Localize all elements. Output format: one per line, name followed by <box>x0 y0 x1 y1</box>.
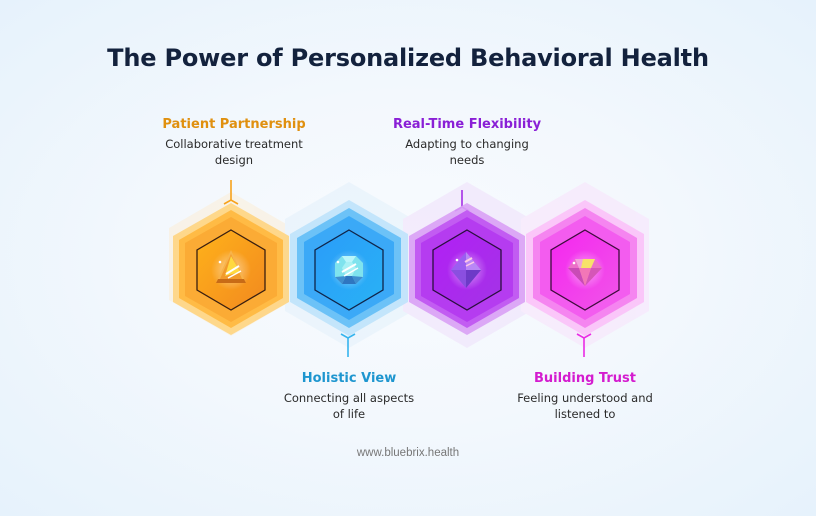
item-description-line1: Connecting all aspects <box>283 391 415 405</box>
item-title: Building Trust <box>534 371 636 386</box>
label-holistic-view: Holistic View Connecting all aspects of … <box>249 370 449 422</box>
hexagon-building-trust <box>526 200 644 336</box>
item-description-line1: Feeling understood and <box>517 391 653 405</box>
item-description-line2: listened to <box>554 407 616 421</box>
item-description-line2: needs <box>449 153 485 167</box>
connector-orange <box>223 180 239 205</box>
hexagon-real-time-flexibility <box>409 203 525 335</box>
footer-url: www.bluebrix.health <box>356 447 460 459</box>
item-description-line2: design <box>214 153 254 167</box>
connector-pink <box>576 333 592 357</box>
round-gem-icon <box>335 256 363 284</box>
hexagon-patient-partnership <box>173 203 289 335</box>
label-real-time-flexibility: Real-Time Flexibility Adapting to changi… <box>367 116 567 168</box>
triangle-gem-icon <box>216 250 246 283</box>
item-title: Real-Time Flexibility <box>392 117 542 132</box>
item-description-line2: of life <box>332 407 366 421</box>
heart-diamond-icon <box>568 259 602 286</box>
item-description-line1: Collaborative treatment <box>165 137 303 151</box>
item-title: Patient Partnership <box>162 117 306 132</box>
item-description-line1: Adapting to changing <box>405 137 529 151</box>
item-title: Holistic View <box>301 371 397 386</box>
label-building-trust: Building Trust Feeling understood and li… <box>485 370 685 422</box>
diamond-gem-icon <box>451 252 481 288</box>
page-title: The Power of Personalized Behavioral Hea… <box>107 44 709 72</box>
hexagon-holistic-view <box>290 200 408 336</box>
label-patient-partnership: Patient Partnership Collaborative treatm… <box>134 116 334 168</box>
connector-blue <box>340 333 356 357</box>
